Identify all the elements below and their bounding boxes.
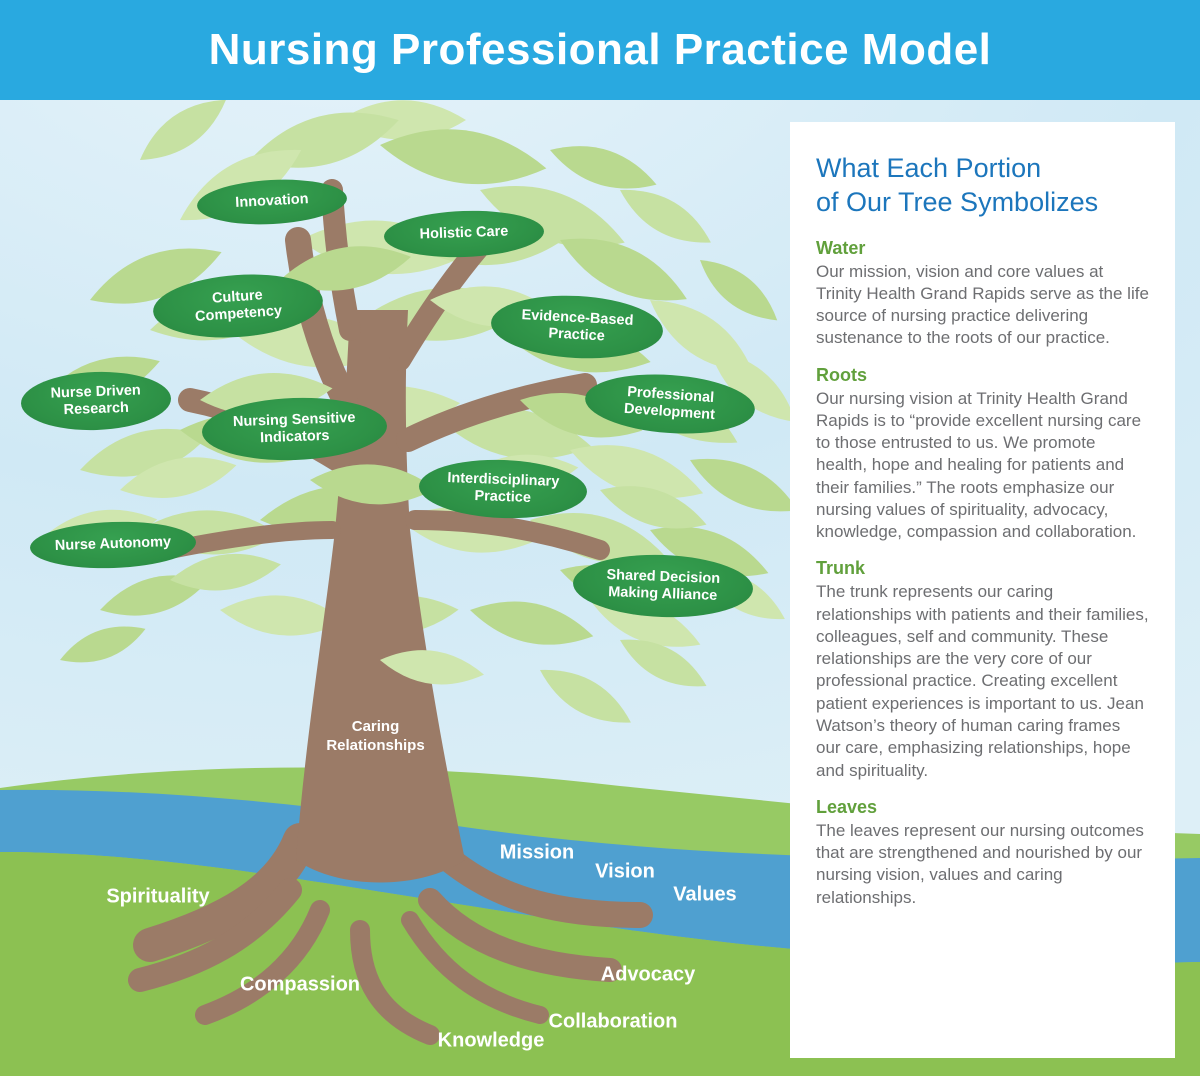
roots-shape (128, 823, 653, 1045)
leaf-label-text: Interdisciplinary Practice (447, 469, 560, 506)
section-body: Our nursing vision at Trinity Health Gra… (816, 388, 1142, 542)
leaf-label-text: Professional Development (623, 383, 716, 424)
leaf-label-text: Nurse Autonomy (54, 534, 172, 555)
root-word-advocacy: Advocacy (600, 963, 696, 986)
section-heading: Roots (816, 364, 867, 385)
panel-title: What Each Portion of Our Tree Symbolizes (816, 153, 1099, 217)
section-body: The trunk represents our caring relation… (816, 582, 1149, 780)
trunk-label: Caring Relationships (326, 718, 425, 754)
header-banner: Nursing Professional Practice Model (0, 0, 1200, 100)
root-word-collaboration: Collaboration (548, 1010, 678, 1033)
section-heading: Water (816, 237, 866, 258)
leaf-label-text: Shared Decision Making Alliance (606, 566, 721, 604)
page-title: Nursing Professional Practice Model (208, 25, 992, 74)
leaf-label-text: Culture Competency (194, 287, 283, 325)
legend-section-leaves: Leaves The leaves represent our nursing … (816, 797, 1149, 909)
section-body: Our mission, vision and core values at T… (816, 261, 1149, 348)
leaf-label-text: Holistic Care (419, 223, 509, 243)
root-word-knowledge: Knowledge (437, 1029, 545, 1052)
water-word-mission: Mission (499, 841, 575, 864)
root-word-compassion: Compassion (239, 973, 361, 996)
leaf-label-text: Evidence-Based Practice (521, 306, 634, 345)
legend-section-roots: Roots Our nursing vision at Trinity Heal… (816, 365, 1149, 544)
water-word-vision: Vision (595, 860, 655, 883)
leaf-label-text: Nursing Sensitive Indicators (232, 409, 356, 447)
section-heading: Trunk (816, 558, 866, 579)
legend-section-trunk: Trunk The trunk represents our caring re… (816, 558, 1149, 781)
legend-panel: What Each Portion of Our Tree Symbolizes… (790, 122, 1175, 1058)
section-heading: Leaves (816, 796, 878, 817)
water-word-values: Values (673, 883, 737, 906)
leaf-label-text: Innovation (234, 191, 309, 212)
root-word-spirituality: Spirituality (106, 885, 210, 908)
leaf-label-text: Nurse Driven Research (50, 382, 142, 419)
legend-section-water: Water Our mission, vision and core value… (816, 238, 1149, 350)
section-body: The leaves represent our nursing outcome… (816, 820, 1144, 907)
tree-scene: Innovation Holistic Care Culture Compete… (0, 100, 1200, 1076)
